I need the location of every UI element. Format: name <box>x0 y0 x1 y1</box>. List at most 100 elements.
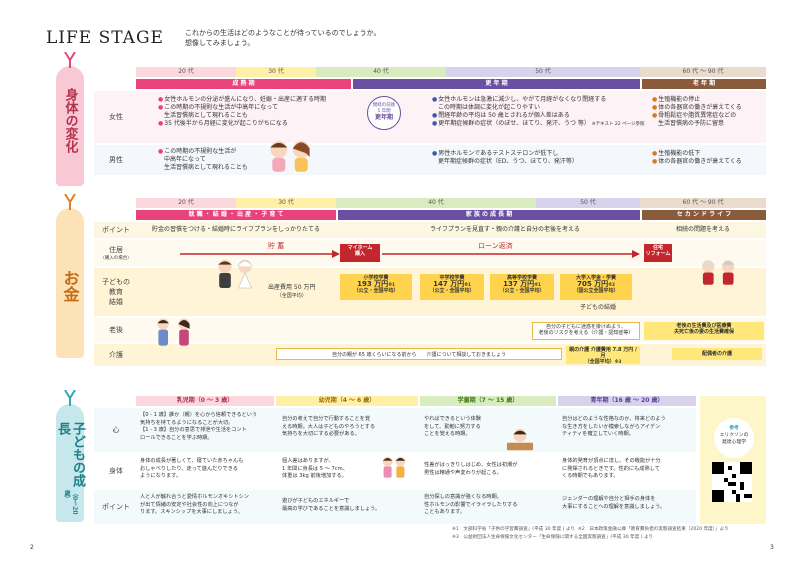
edu-university-sub: （国公立全国平均） <box>573 288 619 294</box>
money-age-60s: 60 代 〜 90 代 <box>640 198 766 208</box>
physical-youth: 身体的発育が頂点に達し、その機能が十分 に発揮されるときです。性的にも成熟して … <box>562 458 661 481</box>
edu-junior-label: 中学校学費 <box>439 275 465 281</box>
edu-university-label: 大学入学金・学費 <box>575 275 616 281</box>
mind-youth-2: な生き方をしたいか模索しながらアイデン <box>562 423 661 430</box>
male-mature-2: 中高年になって <box>164 156 206 163</box>
ribbon-knot-icon <box>64 194 76 210</box>
female-mature-2: この時期の不規則な生活が中高年になって <box>158 104 326 112</box>
reform-1: 住宅 <box>652 245 663 251</box>
cpoint-school-2: 性ホルモンの影響でイライラしたりする <box>424 501 518 508</box>
edu-university: 大学入学金・学費 705 万円※2 （国公立全国平均） <box>560 274 632 300</box>
reference-line-1: エリクソンの <box>719 433 749 438</box>
edu-elementary-val: 193 万円※1 <box>341 281 411 288</box>
edu-elementary: 小学校学費 193 万円※1 （公立・全国平均） <box>340 274 412 300</box>
mind-toddler: 自分の考えで自分で行動することを覚 える時期。大人は子どものやろうとする 気持ち… <box>282 416 375 439</box>
point-3: 相続の問題を考える <box>676 226 730 233</box>
ribbon-knot-icon <box>64 390 76 406</box>
female-meno-4: 更年期症候群の症状（のぼせ、ほてり、発汗、うつ 等） <box>432 120 590 127</box>
female-mature-text: 女性ホルモンの分泌が盛んになり、妊娠・出産に適する時期 この時期の不規則な生活が… <box>158 96 326 128</box>
female-meno-3: 閉経年齢の平均は 50 歳とされるが個人差はある <box>432 112 644 120</box>
badge-line-3: 更年期 <box>374 114 393 121</box>
money-age-20s: 20 代 <box>136 198 236 208</box>
female-mature-3: 生活習慣病として現れることも <box>164 112 248 119</box>
ribbon-knot-icon <box>64 52 76 68</box>
reform-2: リフォーム <box>645 251 671 257</box>
physical-toddler-3: 体重は 3kg 前後増加する。 <box>282 473 347 479</box>
mind-infant: 【0 - 1 歳】誰か（親）を心から信頼できるという 気持ちを持てるようになるこ… <box>140 412 257 442</box>
footnote-2: ※2 日本政策金融公庫「教育費負担の実態調査結果（2020 年度）」より <box>578 527 729 532</box>
male-meno-2: 更年期症候群の症状（ED、うつ、ほてり、発汗等） <box>438 158 578 165</box>
row-retire: 老後 <box>109 326 123 334</box>
tab-money: お金 <box>56 194 84 358</box>
intro-text: これからの生活はどのようなことが待っているのでしょうか。 想像してみましょう。 <box>185 28 381 48</box>
mind-school-3: ことを覚える時期。 <box>424 431 471 437</box>
care-consult: 自分の親が 65 歳くらいになる前から 介護について相談しておきましょう <box>276 348 562 360</box>
physical-infant-1: 身体の成長が著しくて、寝ていた赤ちゃんも <box>140 458 244 464</box>
saving-arrow-icon <box>180 250 340 258</box>
retire-risk-1: 自分の子どもに迷惑を掛けぬよう、 <box>545 324 626 330</box>
child-stage-youth: 青年期（16 歳 〜 20 歳） <box>558 396 696 406</box>
edu-elementary-sub: （公立・全国平均） <box>353 288 399 294</box>
physical-school: 性差がはっきりしはじめ、女性は初潮が 男性は精通や声変わりが起こる。 <box>424 462 517 477</box>
care-parent-1: 親の介護 <box>569 347 590 353</box>
child-body-bg <box>94 454 696 488</box>
female-meno-2: この時期は体調に変化が起こりやすい <box>438 104 541 111</box>
tab-money-label: お金 <box>60 270 80 302</box>
reference-label: 参考 <box>729 426 739 431</box>
male-menopause-text: 男性ホルモンであるテストステロンが低下し 更年期症候群の症状（ED、うつ、ほてり… <box>432 150 578 166</box>
wedding-couple-icon <box>218 259 253 289</box>
cpoint-school-1: 自分探しの意識が強くなる時期。 <box>424 494 502 500</box>
family-illustration-icon <box>157 318 190 346</box>
cpoint-infant-1: 人と人が触れ合うと愛情ホルモンオキシトシン <box>140 494 249 500</box>
tab-child-label: 子どもの成長 <box>55 422 85 487</box>
stage-menopause: 更 年 期 <box>353 79 640 89</box>
child-point-bg <box>94 490 696 524</box>
male-old-1: 生殖機能の低下 <box>652 150 742 158</box>
female-mature-1: 女性ホルモンの分泌が盛んになり、妊娠・出産に適する時期 <box>158 96 326 104</box>
physical-toddler-2: 1 年間に身長は 5 〜 7cm、 <box>282 465 348 472</box>
row-house-label: 住居 <box>109 246 123 254</box>
row-edu: 子どもの 教育 結婚 <box>96 268 136 316</box>
edu-junior: 中学校学費 147 万円※1 （公立・全国平均） <box>420 274 484 300</box>
edu-junior-amount: 147 万円 <box>433 280 465 288</box>
care-spouse: 配偶者の介護 <box>672 348 762 360</box>
point-2: ライフプランを見直す・親の介護と自分の老後を考える <box>430 226 580 233</box>
myhome-1: マイホーム <box>347 245 373 251</box>
edu-university-val: 705 万円※2 <box>561 281 631 288</box>
retire-cost: 老後の生活費及び医療費 夫死亡後の妻の生活費確保 <box>644 322 764 340</box>
edu-elementary-note: ※1 <box>388 282 395 287</box>
mind-youth: 自分はどのような性格なのか、将来どのよう な生き方をしたいか模索しながらアイデン… <box>562 416 666 439</box>
mind-youth-1: 自分はどのような性格なのか、将来どのよう <box>562 416 666 422</box>
cpoint-toddler-2: 最高の学びであることを意識しましょう。 <box>282 505 381 512</box>
age-30s: 30 代 <box>236 67 316 77</box>
birth-cost-2: （全国平均） <box>276 293 307 299</box>
edu-junior-val: 147 万円※1 <box>421 281 483 288</box>
row-edu-1: 子どもの <box>102 278 130 286</box>
physical-infant: 身体の成長が著しくて、寝ていた赤ちゃんも おしゃべりしたり、走って遊んだりできる… <box>140 458 243 481</box>
retire-cost-2: 夫死亡後の妻の生活費確保 <box>673 329 734 335</box>
tab-body-label: 身体の変化 <box>62 88 78 153</box>
intro-line-2: 想像してみましょう。 <box>185 39 255 47</box>
reference-box <box>700 396 766 524</box>
care-parent-note: ※3 <box>614 359 622 364</box>
reference-badge: 参考 エリクソンの 発達心理学 <box>714 418 754 458</box>
qr-code-icon[interactable] <box>712 462 752 502</box>
row-edu-3: 結婚 <box>109 298 123 306</box>
physical-youth-2: に発揮されるときです。性的にも成熟して <box>562 465 660 472</box>
page-number-left: 2 <box>30 544 34 551</box>
cpoint-infant: 人と人が触れ合うと愛情ホルモンオキシトシン が出て情緒の安定や社会性の向上につな… <box>140 494 249 517</box>
edu-high-sub: （公立・全国平均） <box>499 288 545 294</box>
age-20s: 20 代 <box>136 67 236 77</box>
edu-elementary-label: 小学校学費 <box>363 275 389 281</box>
row-edu-2: 教育 <box>109 288 123 296</box>
edu-high-note: ※1 <box>534 282 541 287</box>
edu-junior-note: ※1 <box>464 282 471 287</box>
physical-toddler: 個人差はありますが、 1 年間に身長は 5 〜 7cm、 体重は 3kg 前後増… <box>282 458 348 481</box>
cpoint-infant-2: が出て情緒の安定や社会性の向上につなが <box>140 501 239 508</box>
mind-infant-4: ロールできることを学ぶ時期。 <box>140 434 213 441</box>
female-meno-ref: ※テキスト 22 ページ参照 <box>591 122 645 127</box>
row-child-point: ポイント <box>102 503 130 511</box>
physical-youth-3: くる時期でもあります。 <box>562 473 619 479</box>
stage-old: 老 年 期 <box>642 79 766 89</box>
